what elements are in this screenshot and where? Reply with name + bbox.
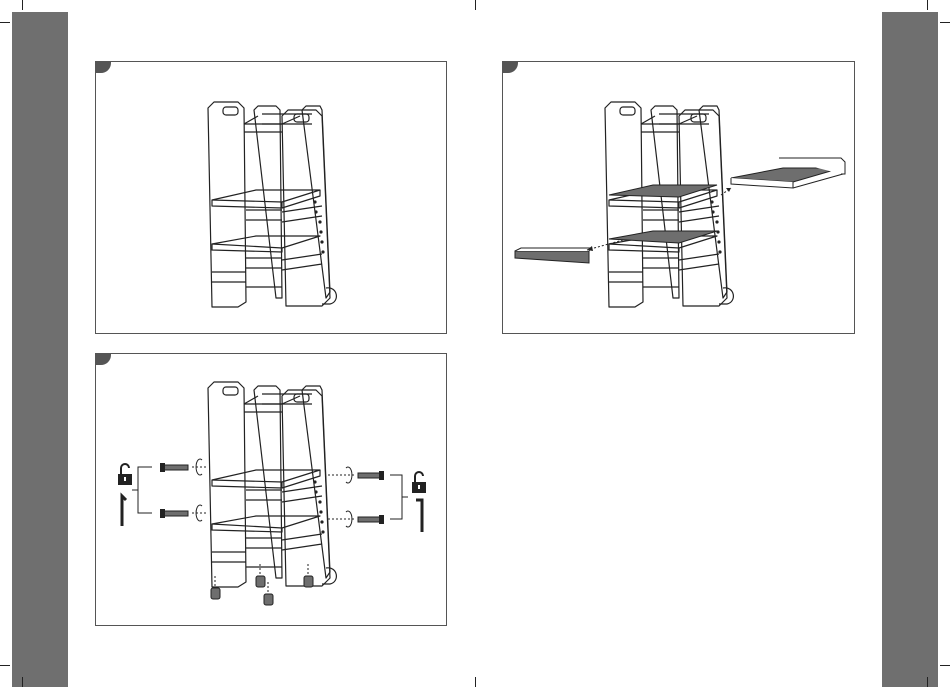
crop-mark [475,0,476,10]
step-panel-1 [95,61,447,334]
crop-mark [22,677,23,687]
crop-mark [940,665,950,666]
step-panel-3 [95,353,447,626]
unlock-icon [412,472,426,493]
remove-platform-illustration [503,62,856,335]
screw-icon [358,471,384,480]
crop-mark [0,665,10,666]
crop-mark [475,677,476,687]
removed-step-board [515,248,591,263]
screw-icon [160,463,188,472]
screw-icon [358,515,384,524]
assembled-tower-illustration [96,62,448,335]
allen-key-icon [416,500,422,532]
unscrew-bolts-illustration [96,354,448,627]
removed-platform [731,158,845,188]
unlock-icon [118,464,132,485]
crop-mark [927,677,928,687]
foot-cap-icon [304,564,313,587]
right-margin-bar [882,12,938,687]
screw-icon [160,509,188,518]
step-panel-2 [502,61,855,334]
crop-mark [927,0,928,10]
crop-mark [22,0,23,10]
crop-mark [0,22,10,23]
allen-key-icon [122,496,126,526]
arrow-icon [726,188,731,192]
crop-mark [940,22,950,23]
left-margin-bar [12,12,68,687]
